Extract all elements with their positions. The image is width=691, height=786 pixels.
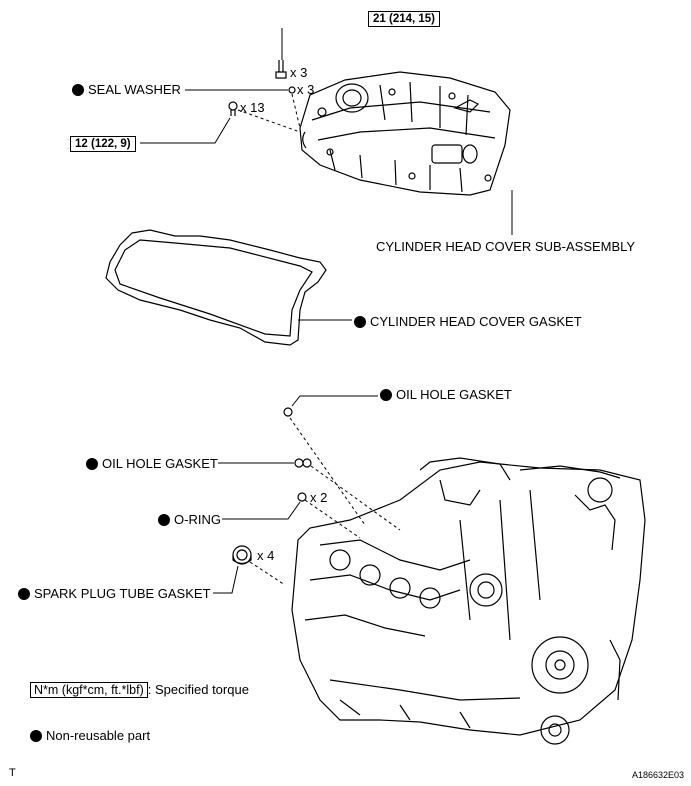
head-cover-gasket-text: CYLINDER HEAD COVER GASKET (370, 314, 582, 329)
legend-torque: N*m (kgf*cm, ft.*lbf): Specified torque (30, 682, 249, 698)
label-oil-hole-gasket-2: OIL HOLE GASKET (86, 456, 218, 471)
oil-hole-gasket-2-text: OIL HOLE GASKET (102, 456, 218, 471)
seal-washer-quantity: x 3 (297, 82, 315, 97)
legend-non-reusable: Non-reusable part (30, 728, 150, 743)
label-head-cover: CYLINDER HEAD COVER SUB-ASSEMBLY (376, 239, 636, 254)
bolt-21-drawing (275, 60, 287, 79)
o-ring-drawing (297, 492, 307, 502)
non-reusable-mark-icon (86, 458, 98, 470)
dashed-guides (237, 93, 401, 586)
bolt-21-quantity: x 3 (290, 65, 308, 80)
non-reusable-mark-icon (18, 588, 30, 600)
legend-torque-desc: : Specified torque (147, 682, 249, 697)
o-ring-text: O-RING (174, 512, 221, 527)
oil-hole-gasket-1-text: OIL HOLE GASKET (396, 387, 512, 402)
non-reusable-mark-icon (354, 316, 366, 328)
oil-hole-gasket-2-drawing (294, 458, 312, 468)
legend-torque-box: N*m (kgf*cm, ft.*lbf) (30, 682, 148, 698)
legend-non-reusable-text: Non-reusable part (46, 728, 151, 743)
torque-box-21: 21 (214, 15) (368, 11, 441, 27)
engine-block-drawing (291, 457, 646, 745)
label-oil-hole-gasket-1: OIL HOLE GASKET (380, 387, 512, 402)
head-cover-gasket-drawing (105, 229, 327, 346)
bolt-12-quantity: x 13 (240, 100, 265, 115)
leader-lines (140, 28, 513, 594)
o-ring-quantity: x 2 (310, 490, 328, 505)
spark-plug-tube-gasket-drawing (232, 545, 252, 565)
bolt-12-drawing (228, 101, 238, 116)
label-spark-plug-tube-gasket: SPARK PLUG TUBE GASKET (18, 586, 211, 601)
spark-plug-tube-gasket-text: SPARK PLUG TUBE GASKET (34, 586, 211, 601)
figure-id: A186632E03 (632, 770, 685, 780)
non-reusable-mark-icon (380, 389, 392, 401)
cylinder-head-cover-drawing (299, 71, 511, 196)
oil-hole-gasket-1-drawing (283, 407, 293, 417)
footer-left-mark: T (9, 767, 16, 779)
seal-washer-text: SEAL WASHER (88, 82, 181, 97)
spark-tube-quantity: x 4 (257, 548, 275, 563)
torque-box-12: 12 (122, 9) (70, 136, 136, 152)
seal-washer-drawing (288, 86, 296, 94)
label-head-cover-gasket: CYLINDER HEAD COVER GASKET (354, 314, 582, 329)
non-reusable-mark-icon (30, 730, 42, 742)
non-reusable-mark-icon (72, 84, 84, 96)
non-reusable-mark-icon (158, 514, 170, 526)
label-o-ring: O-RING (158, 512, 221, 527)
label-seal-washer: SEAL WASHER (72, 82, 181, 97)
